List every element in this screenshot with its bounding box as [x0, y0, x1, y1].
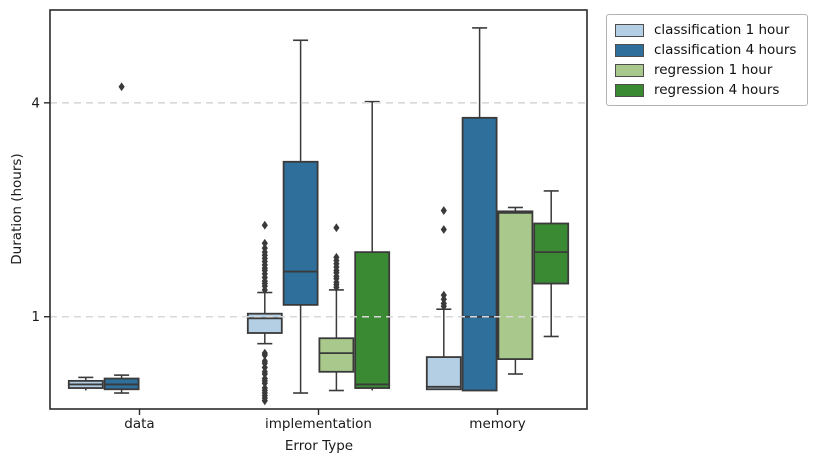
box-classification-1-hour-implementation-flier	[261, 238, 268, 248]
box-classification-1-hour-memory-flier	[440, 225, 447, 234]
legend-label: regression 4 hours	[654, 82, 780, 98]
legend-item: regression 4 hours	[615, 82, 796, 98]
box-classification-1-hour-memory	[425, 356, 462, 391]
box-classification-1-hour-implementation-flier	[261, 396, 268, 406]
x-tick-label-memory: memory	[469, 416, 525, 432]
legend-swatch-regression-1-hour	[615, 63, 644, 77]
legend-swatch-regression-4-hours	[615, 83, 644, 97]
box-classification-1-hour-implementation-flier	[261, 220, 268, 230]
legend-swatch-classification-4-hours	[615, 43, 644, 57]
box-classification-4-hours-memory	[461, 116, 498, 392]
legend-label: regression 1 hour	[654, 62, 773, 78]
x-tick-label-data: data	[124, 416, 154, 432]
y-tick-label: 4	[31, 95, 40, 111]
box-regression-1-hour-implementation	[318, 337, 355, 373]
legend-item: classification 1 hour	[615, 22, 796, 38]
legend-item: regression 1 hour	[615, 62, 796, 78]
box-regression-1-hour-memory	[497, 210, 534, 360]
box-classification-1-hour-implementation	[246, 312, 283, 334]
y-axis-label: Duration (hours)	[9, 153, 25, 265]
box-classification-1-hour-implementation-flier	[261, 378, 268, 388]
x-tick-label-implementation: implementation	[265, 416, 372, 432]
box-regression-4-hours-implementation	[354, 251, 391, 389]
legend-item: classification 4 hours	[615, 42, 796, 58]
legend-swatch-classification-1-hour	[615, 23, 644, 37]
box-classification-4-hours-implementation	[282, 160, 319, 306]
x-axis-label: Error Type	[284, 438, 354, 454]
box-regression-4-hours-memory	[533, 222, 570, 285]
box-regression-1-hour-implementation-flier	[333, 223, 340, 233]
box-classification-1-hour-implementation-flier	[261, 369, 268, 379]
box-classification-4-hours-data-flier	[118, 82, 125, 92]
box-classification-1-hour-memory-flier	[440, 206, 447, 215]
box-classification-1-hour-implementation-flier	[261, 350, 268, 360]
legend-label: classification 1 hour	[654, 22, 790, 38]
legend: classification 1 hour classification 4 ho…	[606, 14, 809, 106]
box-classification-1-hour-memory-flier	[440, 301, 447, 311]
box-regression-1-hour-implementation-flier	[333, 282, 340, 292]
y-tick-label: 1	[31, 309, 40, 325]
legend-label: classification 4 hours	[654, 42, 797, 58]
box-classification-1-hour-implementation-flier	[261, 285, 268, 295]
